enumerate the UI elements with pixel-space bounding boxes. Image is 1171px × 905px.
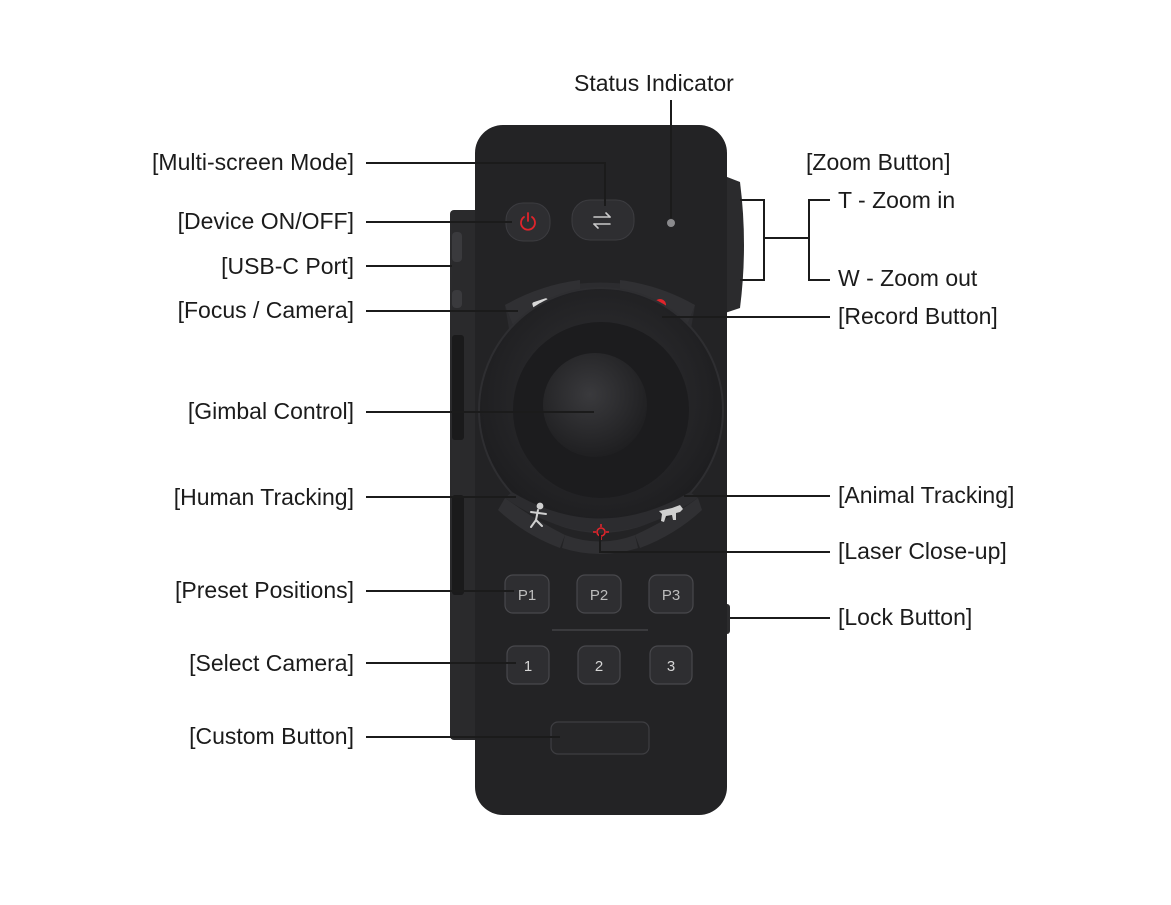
custom-button-line [366,736,560,738]
record-button-line [662,316,830,318]
multi-screen-button[interactable] [571,199,635,241]
select-camera-line [366,662,516,664]
laser-crosshair-icon [593,524,609,540]
zoom-in-tick [808,199,830,201]
zoom-bracket-vertical [763,199,765,281]
zoom-out-tick [808,279,830,281]
preset-button-label: P3 [662,587,680,604]
bottom-button-arc [505,492,698,532]
zoom-button-label: [Zoom Button] [806,149,951,175]
device-on-off-line [366,221,512,223]
multi-screen-line-vertical [604,162,606,206]
usb-c-port-line [366,265,452,267]
camera-2-button[interactable]: 2 [577,645,621,685]
custom-button[interactable] [550,721,650,755]
human-figure-icon [530,502,547,528]
camera-button-label: 1 [524,658,532,675]
power-icon [520,212,536,231]
camera-button-label: 2 [595,658,603,675]
focus-camera-line [366,310,518,312]
device-on-off-label: [Device ON/OFF] [177,208,354,234]
preset-p2-button[interactable]: P2 [576,574,622,614]
zoom-bracket-bottom [740,279,764,281]
multi-screen-line [366,162,606,164]
preset-button-label: P2 [590,587,608,604]
zoom-in-label: T - Zoom in [838,187,956,213]
animal-tracking-line [684,495,830,497]
preset-positions-label: [Preset Positions] [175,577,354,603]
laser-close-up-line [599,551,830,553]
dog-icon [659,505,683,522]
laser-close-up-line-vertical [599,534,601,553]
animal-tracking-label: [Animal Tracking] [838,482,1015,508]
camera-3-button[interactable]: 3 [649,645,693,685]
lock-button-label: [Lock Button] [838,604,973,630]
human-tracking-button[interactable] [498,498,565,548]
side-groove [452,495,464,595]
side-slot [452,290,462,308]
preset-positions-line [366,590,514,592]
side-groove [452,335,464,440]
gimbal-control-label: [Gimbal Control] [187,398,354,424]
zoom-rocker[interactable] [722,175,744,314]
usb-c-port-label: [USB-C Port] [221,253,354,279]
preset-p1-button[interactable]: P1 [504,574,550,614]
power-button[interactable] [505,202,551,242]
human-tracking-line [366,496,516,498]
preset-button-label: P1 [518,587,536,604]
gimbal-joystick[interactable] [543,353,647,457]
lock-button-line [730,617,830,619]
status-indicator-led [667,219,675,227]
camera-1-button[interactable]: 1 [506,645,550,685]
preset-p3-button[interactable]: P3 [648,574,694,614]
gimbal-control-line [366,411,594,413]
human-tracking-label: [Human Tracking] [173,484,354,510]
multi-screen-mode-label: [Multi-screen Mode] [152,149,354,175]
swap-arrows-icon [593,212,611,229]
zoom-bracket-top [740,199,764,201]
custom-button-label: [Custom Button] [189,723,354,749]
zoom-out-label: W - Zoom out [838,265,978,291]
camera-button-label: 3 [667,658,675,675]
usb-c-port [452,232,462,262]
zoom-bracket-connector [763,237,809,239]
laser-close-up-label: [Laser Close-up] [838,538,1007,564]
record-button-label: [Record Button] [838,303,998,329]
focus-camera-label: [Focus / Camera] [177,297,354,323]
select-camera-label: [Select Camera] [189,650,354,676]
zoom-split-vertical [808,199,810,281]
status-indicator-label: Status Indicator [574,70,734,96]
status-indicator-line [670,100,672,218]
animal-tracking-button[interactable] [635,498,702,548]
